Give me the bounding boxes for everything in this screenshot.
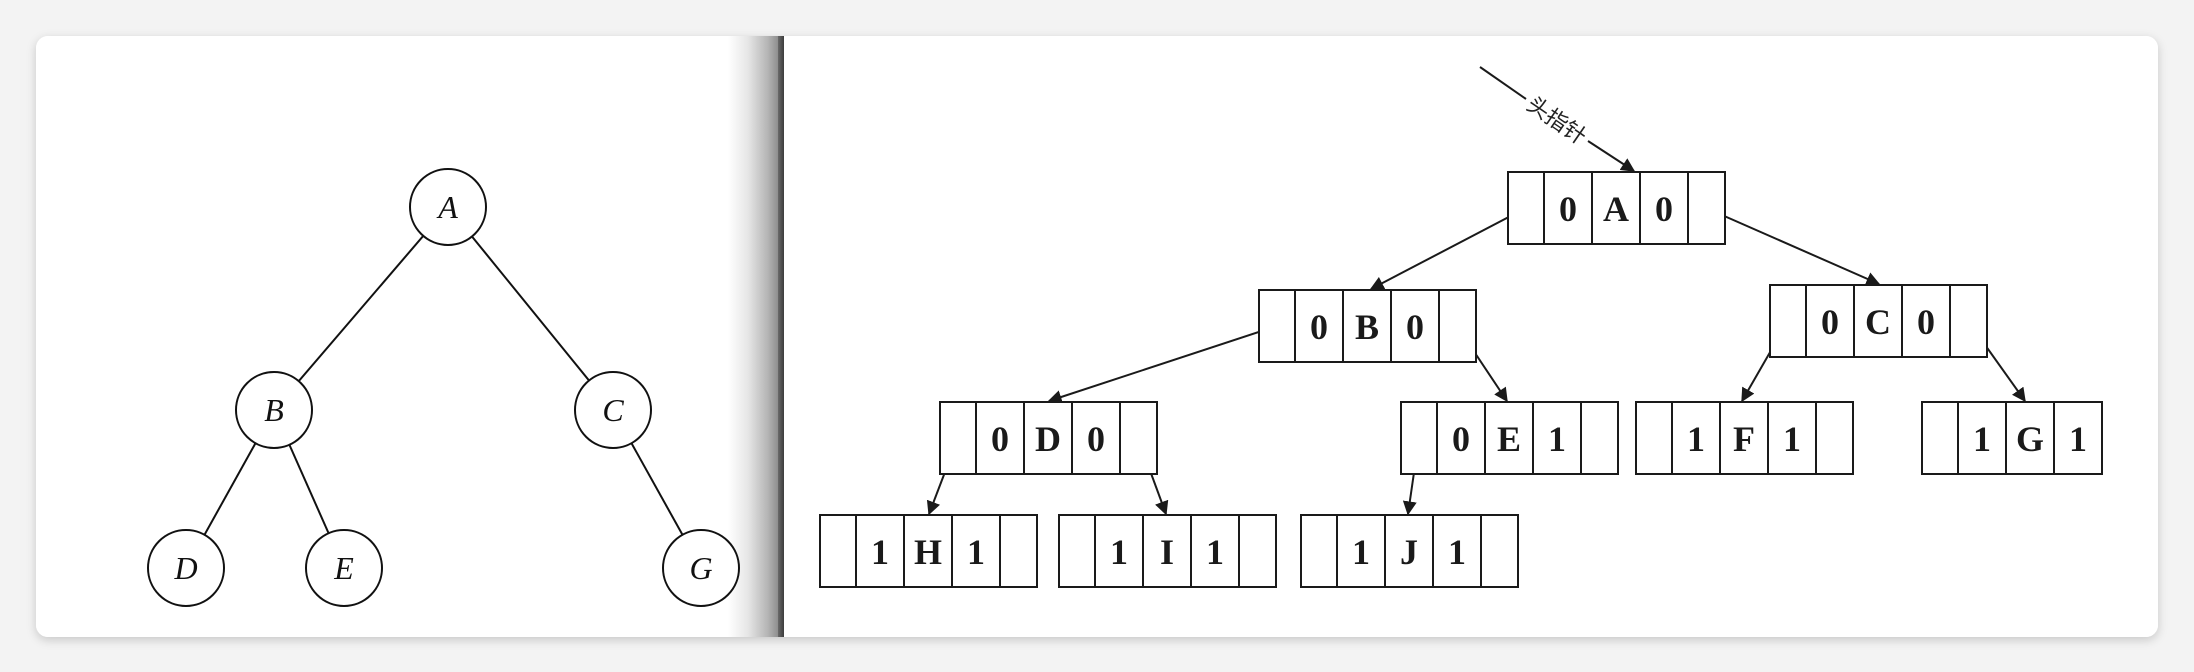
book-spread [36,36,2158,637]
left-page [36,36,778,637]
right-page [784,36,2158,637]
book-spine [778,36,784,637]
